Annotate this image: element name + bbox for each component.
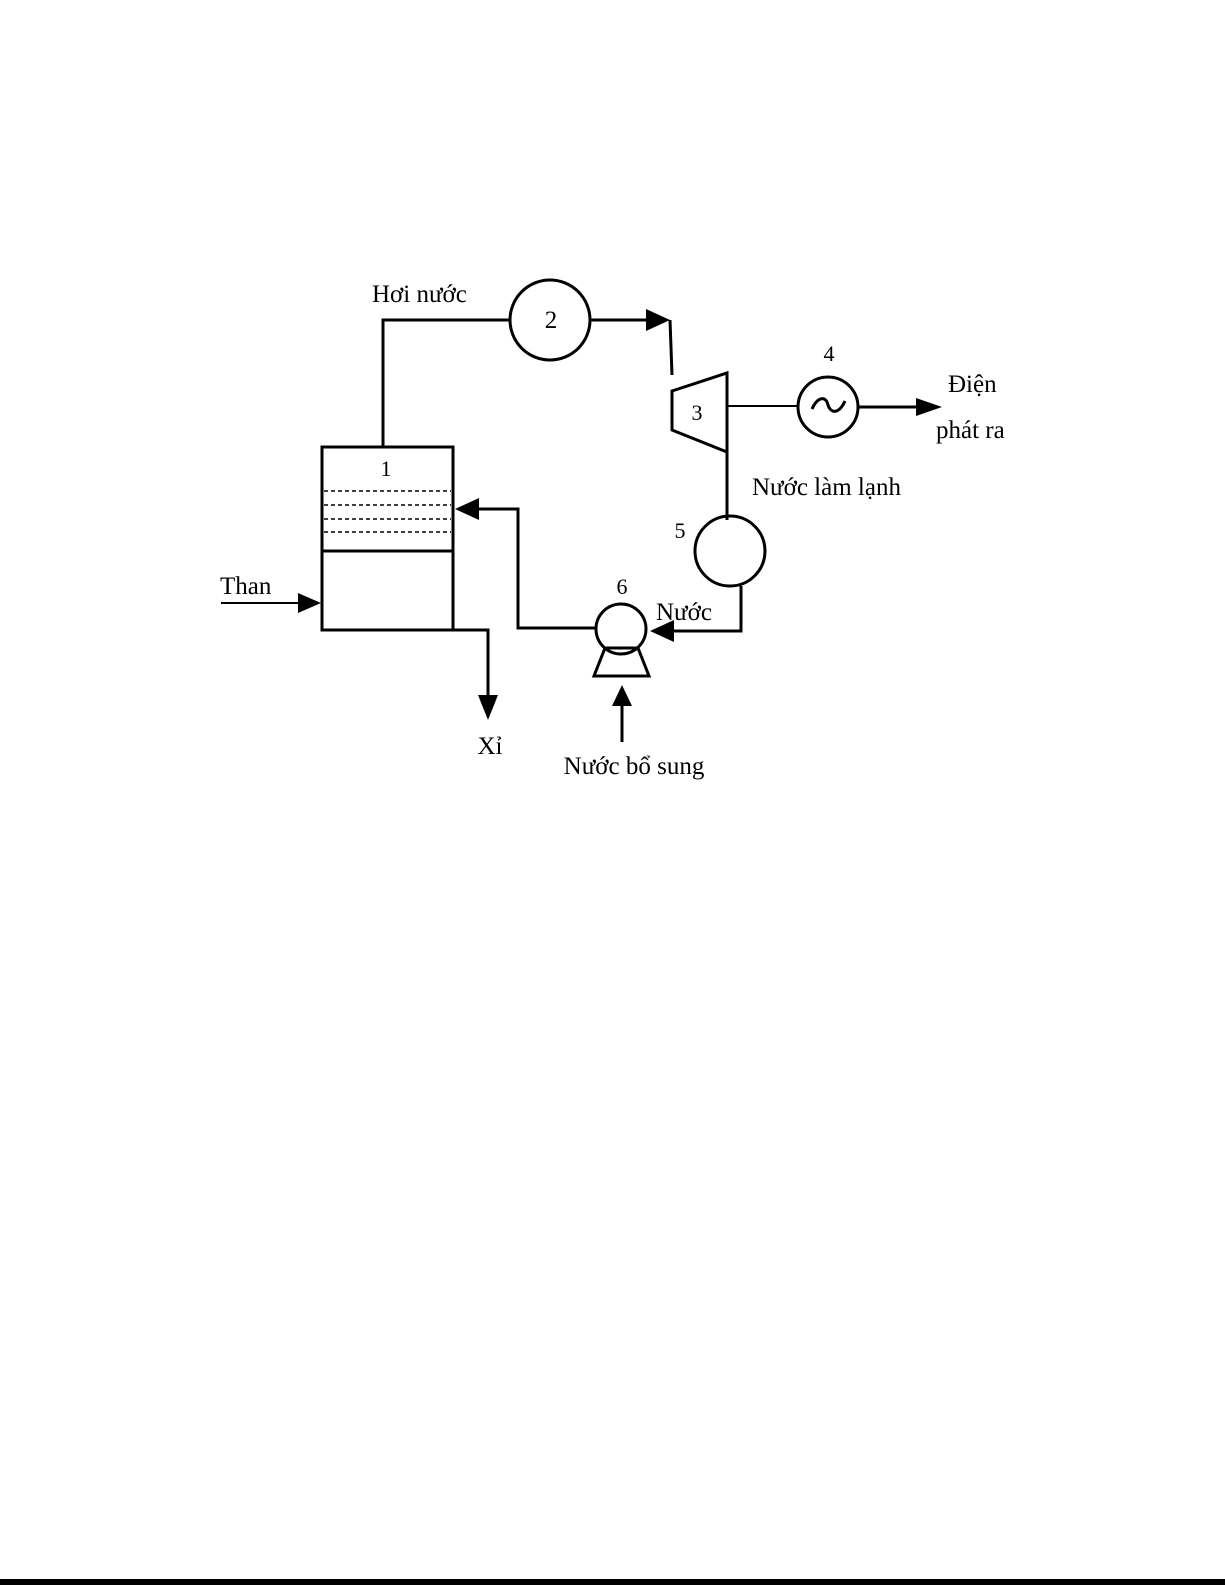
turbine-inlet-pipe <box>670 320 672 375</box>
pump-number: 6 <box>617 574 628 599</box>
turbine-number: 3 <box>692 400 703 425</box>
condenser: 5 <box>675 516 766 586</box>
makeup-water-label: Nước bổ sung <box>564 753 705 780</box>
slag-arrow <box>478 695 498 720</box>
coal-label: Than <box>220 573 272 600</box>
boiler: 1 <box>322 447 453 630</box>
generator-number: 4 <box>824 341 835 366</box>
pump: 6 <box>594 574 649 676</box>
arrow-to-boiler <box>455 498 479 520</box>
boiler-number: 1 <box>381 456 392 481</box>
feedwater-pipe <box>478 509 596 628</box>
turbine: 3 <box>672 373 727 452</box>
water-label: Nước <box>656 599 712 626</box>
condenser-number: 5 <box>675 518 686 543</box>
electricity-label-line2: phát ra <box>936 417 1005 444</box>
slag-label: Xỉ <box>478 733 503 760</box>
power-output-arrow <box>916 398 942 416</box>
cooling-water-label: Nước làm lạnh <box>752 474 901 501</box>
steam-pipe <box>383 320 510 447</box>
superheater: 2 <box>510 280 590 360</box>
slag-pipe <box>453 630 488 697</box>
superheater-number: 2 <box>545 307 558 334</box>
steam-label: Hơi nước <box>372 281 467 308</box>
page-bottom-border <box>0 1579 1225 1585</box>
arrow-to-turbine <box>646 309 670 331</box>
coal-input-arrow <box>298 593 321 613</box>
generator: 4 <box>798 341 858 437</box>
electricity-label-line1: Điện <box>948 371 997 398</box>
makeup-water-arrow <box>612 685 632 706</box>
